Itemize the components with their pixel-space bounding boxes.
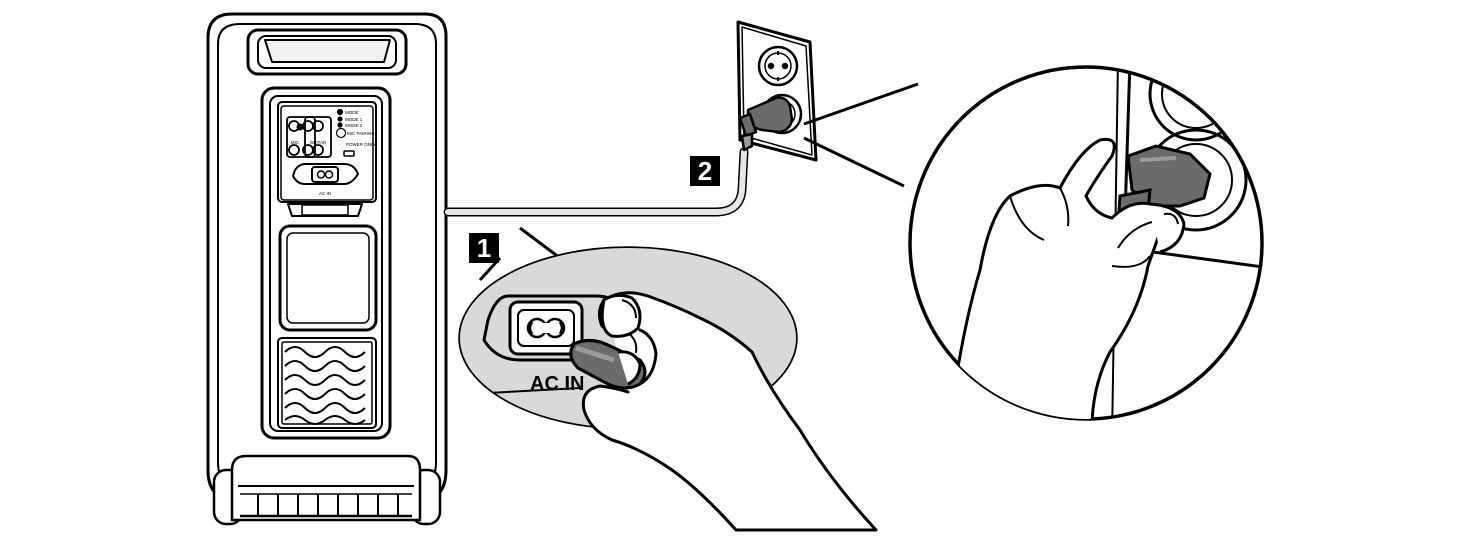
mode-indicators	[335, 108, 347, 139]
callout-lines-2	[803, 82, 919, 188]
step-number-1: 1	[477, 233, 491, 263]
mic-label: MIC	[291, 140, 300, 145]
handle-icon	[246, 28, 408, 76]
mode-label-2: MODE 2	[345, 123, 363, 128]
ac-inlet-small-icon	[292, 163, 359, 185]
zoom-view-wall-outlet	[908, 65, 1264, 421]
ac-in-small-label: AC IN	[319, 191, 331, 196]
mode-button-label: MIC PAIRING	[347, 131, 375, 136]
usb-port-icon	[343, 150, 355, 157]
speaker-rear-view	[206, 12, 448, 526]
mode-label-1: MODE 1	[345, 117, 363, 122]
step-number-2: 2	[698, 156, 712, 186]
mode-label-0: MODE	[345, 110, 359, 115]
upper-socket-icon	[757, 45, 799, 87]
speaker-grille	[277, 337, 377, 429]
guitar-label: GUITAR	[310, 140, 327, 145]
guitar-jack-icon	[304, 116, 332, 158]
panel-labels: MIC GUITAR MODE MODE 1 MODE 2 MIC PAIRIN…	[291, 110, 376, 196]
step-badge-2: 2	[690, 156, 720, 186]
step-badge-1: 1	[469, 233, 499, 263]
power-cable	[443, 147, 749, 217]
wall-plug-icon	[738, 96, 794, 152]
power-label: POWER ONLY	[346, 142, 376, 147]
ac-in-zoom-label: AC IN	[530, 373, 584, 395]
wall-outlet	[736, 20, 818, 162]
zoom-view-ac-inlet: AC IN	[458, 246, 878, 532]
wheel-base	[212, 454, 442, 526]
